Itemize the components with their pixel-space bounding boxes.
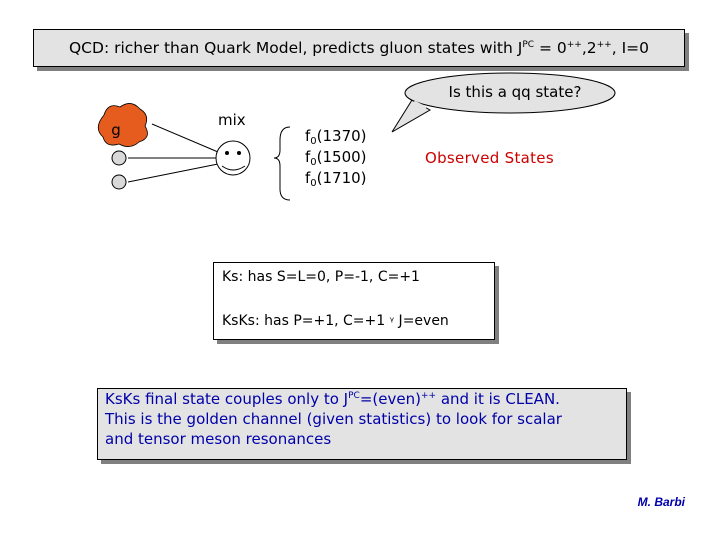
author-credit: M. Barbi [637, 495, 685, 509]
brace-icon [273, 126, 291, 201]
conclusion-line-3: and tensor meson resonances [105, 430, 332, 448]
ks-line-1: Ks: has S=L=0, P=-1, C=+1 [222, 269, 420, 285]
mixing-lines [127, 123, 219, 183]
title-sup-pp1: ++ [566, 40, 582, 50]
callout-text: Is this a qq state? [448, 83, 582, 101]
callout-bubble [391, 72, 616, 133]
state-item: f0(1370) [305, 127, 367, 147]
title-sup-pp2: ++ [596, 40, 612, 50]
state-item: f0(1500) [305, 148, 367, 168]
mix-label: mix [218, 111, 246, 129]
title-sup-pc: PC [522, 40, 535, 50]
title-text-pre: QCD: richer than Quark Model, predicts g… [68, 39, 523, 57]
state-item: f0(1710) [305, 169, 367, 189]
smiley-face-icon [215, 140, 251, 176]
title-box: QCD: richer than Quark Model, predicts g… [33, 29, 685, 67]
ks-line-2: KsKs: has P=+1, C=+1 ᵞ J=even [222, 313, 449, 329]
state-list: f0(1370) f0(1500) f0(1710) [305, 126, 367, 189]
conclusion-line-1: KsKs final state couples only to JPC=(ev… [105, 390, 560, 408]
implies-icon: ᵞ [389, 314, 395, 328]
gluon-label: g [111, 121, 121, 139]
observed-states-label: Observed States [425, 149, 554, 167]
ks-quantum-numbers-box: Ks: has S=L=0, P=-1, C=+1 KsKs: has P=+1… [213, 262, 495, 340]
glueball-dot-1 [111, 150, 127, 166]
glueball-dot-2 [111, 174, 127, 190]
title-text-post: , I=0 [611, 39, 649, 57]
conclusion-box: KsKs final state couples only to JPC=(ev… [97, 388, 627, 460]
title-text-mid2: ,2 [581, 39, 597, 57]
conclusion-line-2: This is the golden channel (given statis… [105, 410, 562, 428]
title-text-mid1: = 0 [534, 39, 567, 57]
gluon-blob [97, 103, 148, 147]
